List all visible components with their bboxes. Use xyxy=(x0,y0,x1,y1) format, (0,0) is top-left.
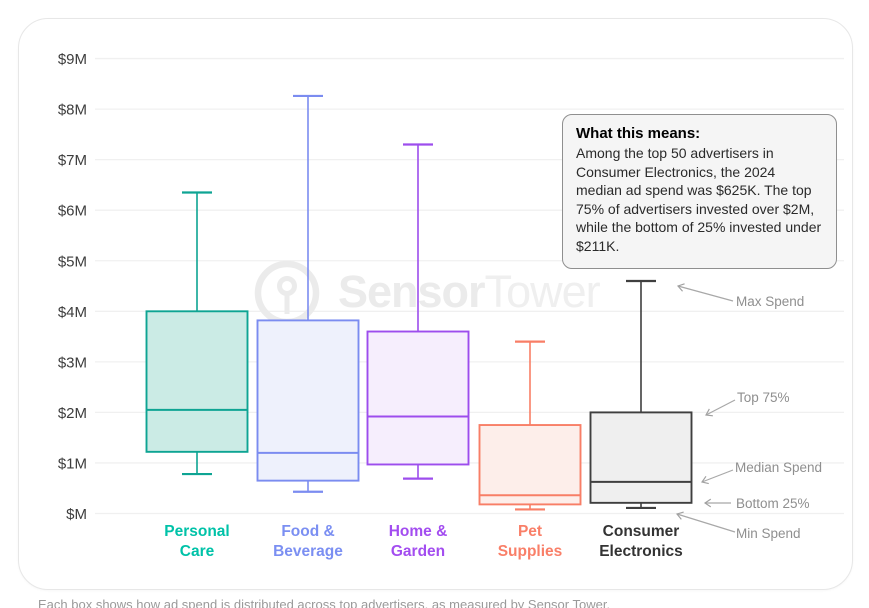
callout-arrow xyxy=(701,469,734,485)
boxplot-food-beverage xyxy=(256,94,360,493)
y-tick-label: $6M xyxy=(58,203,87,220)
category-label: Care xyxy=(180,543,215,560)
boxplots xyxy=(145,94,693,511)
category-label: Beverage xyxy=(273,543,343,560)
boxplot-pet-supplies xyxy=(478,340,582,511)
y-tick-label: $1M xyxy=(58,455,87,472)
callout-top-75: Top 75% xyxy=(737,390,790,405)
watermark-text: SensorTower xyxy=(338,266,601,317)
boxplot-personal-care xyxy=(145,191,249,476)
annotation-title: What this means: xyxy=(576,125,701,142)
callout-median-spend: Median Spend xyxy=(735,460,823,475)
boxplot-consumer-electronics xyxy=(589,279,693,510)
category-label: Consumer xyxy=(603,523,680,540)
callout-min-spend: Min Spend xyxy=(736,526,801,541)
y-tick-label: $9M xyxy=(58,51,87,68)
category-label: Garden xyxy=(391,543,445,560)
sensor-tower-watermark: SensorTower xyxy=(254,260,602,326)
annotation-body: Among the top 50 advertisers in Consumer… xyxy=(576,145,822,255)
callout-max-spend: Max Spend xyxy=(736,294,805,309)
category-label: Pet xyxy=(518,523,542,540)
callout-bottom-25: Bottom 25% xyxy=(736,496,810,511)
category-label: Home & xyxy=(389,523,448,540)
boxplot-home-garden xyxy=(366,143,470,480)
category-label: Supplies xyxy=(498,543,563,560)
category-label: Electronics xyxy=(599,543,683,560)
y-tick-label: $7M xyxy=(58,152,87,169)
footer-caption: Each box shows how ad spend is distribut… xyxy=(38,597,611,608)
callout-arrow xyxy=(676,511,736,533)
y-tick-label: $3M xyxy=(58,354,87,371)
category-label: Food & xyxy=(281,523,334,540)
gridlines xyxy=(95,57,844,515)
y-tick-label: $M xyxy=(66,506,87,523)
callout-arrow xyxy=(676,283,734,302)
y-tick-label: $4M xyxy=(58,304,87,321)
insight-annotation-box: What this means: Among the top 50 advert… xyxy=(562,114,837,269)
callout-arrows xyxy=(676,283,736,533)
category-label: Personal xyxy=(164,523,229,540)
chart-card xyxy=(18,18,853,590)
y-tick-label: $2M xyxy=(58,405,87,422)
y-tick-label: $8M xyxy=(58,102,87,119)
callout-arrow xyxy=(705,399,736,417)
y-axis-tick-labels: $9M $8M $7M $6M $5M $4M $3M $2M $1M $M xyxy=(58,51,87,523)
y-tick-label: $5M xyxy=(58,253,87,270)
